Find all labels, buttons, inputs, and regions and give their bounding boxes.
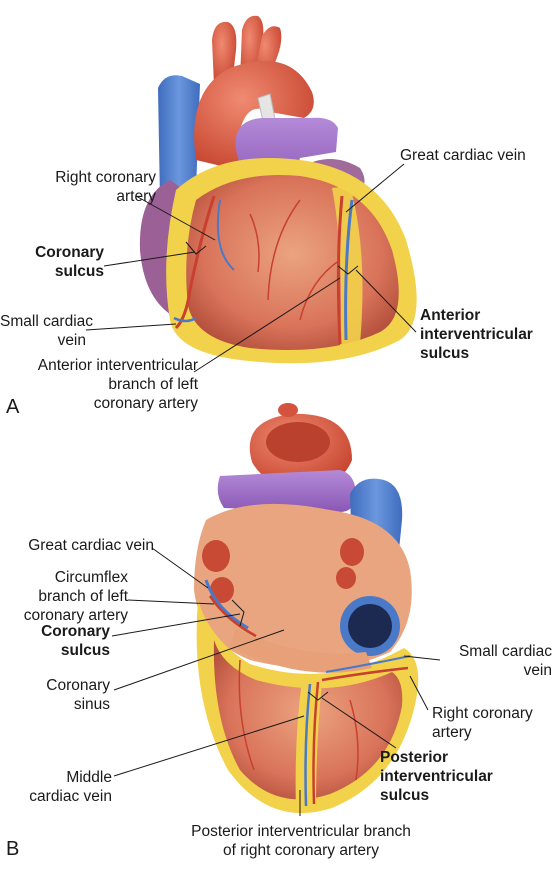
pulmonary-arteries <box>217 470 356 512</box>
label-small-cardiac-vein-b: Small cardiac vein <box>458 643 552 679</box>
small-cardiac-vein-vessel <box>173 316 197 323</box>
right-coronary-artery-vessel <box>321 666 409 682</box>
label-middle-cardiac-vein: Middle cardiac vein <box>29 769 112 805</box>
panel-letter-b: B <box>6 838 20 860</box>
anterior-cardiac-vein <box>216 199 235 271</box>
aortic-lumen <box>266 422 330 462</box>
artery-branch <box>267 199 301 301</box>
label-right-coronary-artery-a: Right coronary artery <box>55 169 156 205</box>
label-great-cardiac-vein-b: Great cardiac vein <box>28 537 154 554</box>
superior-vena-cava <box>158 75 200 200</box>
label-coronary-sulcus-b: Coronary sulcus <box>41 623 110 659</box>
label-great-cardiac-vein-a: Great cardiac vein <box>400 147 526 164</box>
ivc-lumen <box>348 604 392 648</box>
leader-lines-a <box>85 163 417 373</box>
leader-lines-b <box>111 547 441 816</box>
label-anterior-iv-branch: Anterior interventricular branch of left… <box>37 357 198 412</box>
label-circumflex-branch: Circumflex branch of left coronary arter… <box>23 569 128 624</box>
heart-anterior-view <box>139 15 417 364</box>
label-coronary-sulcus-a: Coronary sulcus <box>35 244 104 280</box>
anterior-interventricular-artery <box>336 195 344 345</box>
great-cardiac-vein-vessel <box>204 579 249 630</box>
panel-letter-a: A <box>6 396 20 418</box>
small-cardiac-vein-vessel <box>325 655 411 673</box>
pulmonary-vein <box>202 540 230 572</box>
pulmonary-vein <box>210 577 234 603</box>
label-small-cardiac-vein-a: Small cardiac vein <box>0 313 94 349</box>
pulmonary-vein <box>340 538 364 566</box>
circumflex-artery-vessel <box>208 595 257 638</box>
posterior-interventricular-artery <box>312 681 320 805</box>
label-posterior-iv-sulcus: Posterior interventricular sulcus <box>380 749 493 804</box>
heart-posterior-view <box>194 403 419 814</box>
artery-branch <box>299 259 341 321</box>
pulmonary-vein <box>336 567 356 589</box>
artery-branch <box>249 213 260 273</box>
label-anterior-iv-sulcus: Anterior interventricular sulcus <box>420 307 533 362</box>
artery-branch <box>238 659 255 771</box>
right-coronary-artery-vessel <box>174 195 216 330</box>
label-right-coronary-artery-b: Right coronary artery <box>432 705 533 741</box>
coronary-sinus-vessel <box>230 628 372 673</box>
artery-branch <box>349 699 359 781</box>
brachiocephalic-stub <box>278 403 298 417</box>
great-cardiac-vein-vessel <box>344 199 354 341</box>
label-posterior-iv-branch: Posterior interventricular branch of rig… <box>191 823 411 859</box>
label-coronary-sinus: Coronary sinus <box>46 677 110 713</box>
aorta <box>194 60 314 170</box>
middle-cardiac-vein-vessel <box>304 683 312 807</box>
